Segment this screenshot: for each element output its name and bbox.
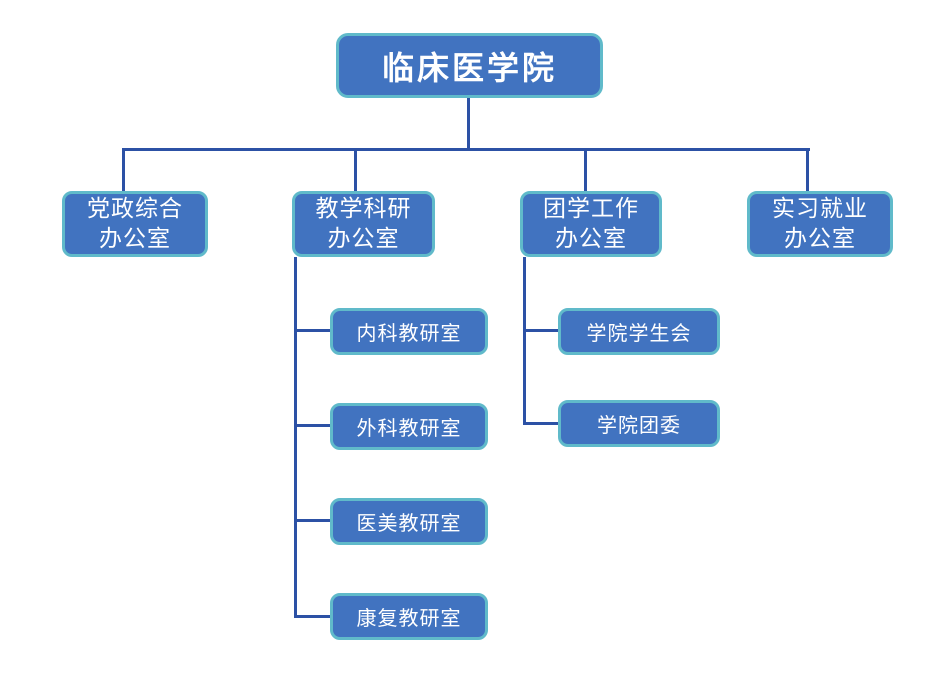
node-surgery-teaching-office: 外科教研室 (330, 403, 488, 450)
connector-teaching-stub-3 (294, 519, 330, 522)
node-party-office: 党政综合 办公室 (62, 191, 208, 257)
connector-teaching-stub-2 (294, 424, 330, 427)
connector-league-stub-2 (523, 422, 558, 425)
connector-root-stem (467, 98, 470, 151)
node-league-office: 团学工作 办公室 (520, 191, 662, 257)
node-teaching-office: 教学科研 办公室 (292, 191, 435, 257)
connector-drop-teaching-office (354, 148, 357, 192)
connector-league-stub-1 (523, 329, 558, 332)
node-internship-office: 实习就业 办公室 (747, 191, 893, 257)
connector-level1-rail (122, 148, 810, 151)
node-rehabilitation-teaching-office: 康复教研室 (330, 593, 488, 640)
connector-teaching-stub-4 (294, 615, 330, 618)
node-student-union: 学院学生会 (558, 308, 720, 355)
connector-drop-party-office (122, 148, 125, 192)
node-internal-medicine-teaching-office: 内科教研室 (330, 308, 488, 355)
connector-drop-league-office (584, 148, 587, 192)
node-medical-aesthetics-teaching-office: 医美教研室 (330, 498, 488, 545)
connector-teaching-vertical (294, 257, 297, 618)
connector-teaching-stub-1 (294, 329, 330, 332)
node-root-college: 临床医学院 (336, 33, 603, 98)
node-youth-league-committee: 学院团委 (558, 400, 720, 447)
connector-drop-internship-office (806, 148, 809, 192)
connector-league-vertical (523, 257, 526, 425)
